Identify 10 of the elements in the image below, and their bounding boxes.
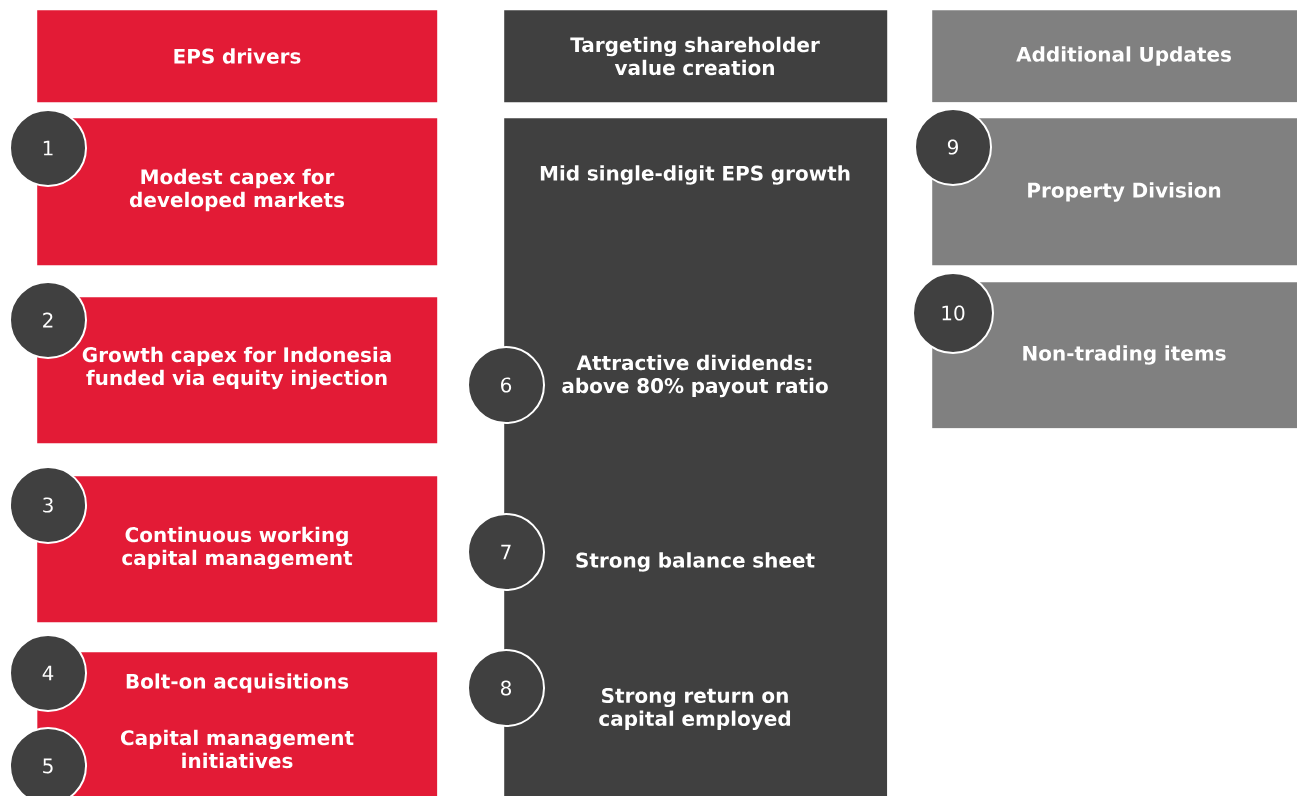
text-box xyxy=(37,652,438,796)
box-text: Strong return on capital employed xyxy=(599,687,790,731)
header-box: EPS drivers xyxy=(37,10,438,103)
box-text: Attractive dividends: above 80% payout ratio xyxy=(562,354,828,398)
box-text: Capital management initiatives xyxy=(120,729,354,769)
box-text: Mid single-digit EPS growth xyxy=(540,165,850,185)
box-text: Strong balance sheet xyxy=(576,552,815,572)
box-text: Bolt-on acquisitions xyxy=(126,673,349,693)
header-box: Additional Updates xyxy=(932,10,1297,103)
header-box: Targeting shareholder value creation xyxy=(504,10,888,103)
